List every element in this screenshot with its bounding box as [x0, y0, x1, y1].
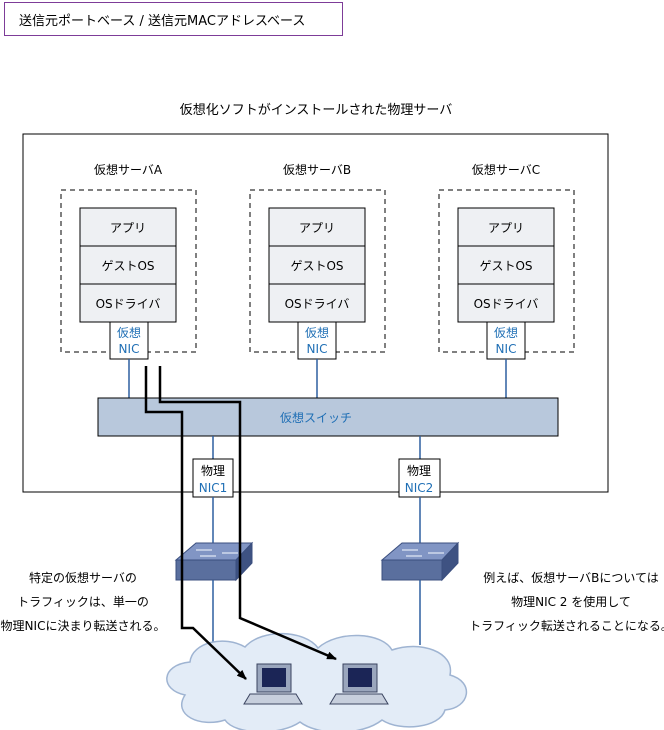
physical-nic-2-line2: NIC2 — [405, 481, 434, 495]
layer-app-a-label: アプリ — [110, 221, 146, 235]
physical-nic-1-line1: 物理 — [201, 464, 225, 478]
virtual-server-c: 仮想サーバC アプリ ゲストOS OSドライバ 仮想 NIC — [438, 162, 575, 360]
network-cloud-icon — [166, 632, 468, 730]
layer-app-a — [79, 207, 177, 247]
physical-nic-2-line1: 物理 — [407, 464, 431, 478]
layer-guest-os-c — [457, 245, 555, 285]
note-right-line2: 物理NIC 2 を使用して — [511, 594, 631, 609]
virtual-nic-a — [109, 321, 149, 360]
virtual-nic-c-line2: NIC — [496, 342, 517, 356]
virtual-server-a: 仮想サーバA アプリ ゲストOS OSドライバ 仮想 NIC — [60, 162, 197, 360]
note-right-line3: トラフィック転送されることになる。 — [469, 618, 664, 633]
traffic-arrow-to-pc1 — [144, 366, 247, 680]
virtual-server-b-name: 仮想サーバB — [283, 162, 351, 177]
physical-server-label: 仮想化ソフトがインストールされた物理サーバ — [180, 102, 453, 118]
note-left-line2: トラフィックは、単一の — [17, 595, 149, 609]
virtual-nic-c — [486, 321, 526, 360]
layer-os-driver-b-label: OSドライバ — [285, 297, 350, 311]
layer-guest-os-b-label: ゲストOS — [290, 259, 343, 273]
virtual-nic-b-line1: 仮想 — [305, 325, 329, 340]
virtual-switch — [97, 397, 559, 437]
layer-app-b-label: アプリ — [299, 221, 335, 235]
virtual-switch-label: 仮想スイッチ — [280, 410, 352, 425]
traffic-arrow-to-pc2 — [158, 366, 337, 661]
layer-os-driver-b — [268, 283, 366, 323]
virtual-nic-a-line1: 仮想 — [117, 325, 141, 340]
note-left-line1: 特定の仮想サーバの — [29, 570, 137, 585]
virtual-server-c-name: 仮想サーバC — [472, 162, 540, 177]
layer-os-driver-c — [457, 283, 555, 323]
layer-guest-os-b — [268, 245, 366, 285]
layer-app-c — [457, 207, 555, 247]
computer-icon — [329, 663, 389, 705]
physical-nic-1-line2: NIC1 — [199, 481, 228, 495]
note-left-line3: 物理NICに決まり転送される。 — [1, 618, 166, 633]
network-switch-icon — [380, 541, 460, 582]
virtual-nic-c-line1: 仮想 — [494, 325, 518, 340]
physical-nic-2 — [398, 458, 441, 498]
layer-os-driver-c-label: OSドライバ — [474, 297, 539, 311]
header-title: 送信元ポートベース / 送信元MACアドレスベース — [4, 2, 343, 36]
layer-os-driver-a-label: OSドライバ — [96, 297, 161, 311]
virtual-nic-b-line2: NIC — [307, 342, 328, 356]
layer-guest-os-a — [79, 245, 177, 285]
virtual-server-b: 仮想サーバB アプリ ゲストOS OSドライバ 仮想 NIC — [249, 162, 386, 360]
computer-icon — [243, 663, 303, 705]
layer-os-driver-a — [79, 283, 177, 323]
layer-app-b — [268, 207, 366, 247]
physical-nic-1 — [192, 458, 234, 498]
layer-guest-os-c-label: ゲストOS — [479, 259, 532, 273]
virtual-server-a-name: 仮想サーバA — [94, 162, 163, 177]
note-right-line1: 例えば、仮想サーバBについては — [483, 570, 659, 585]
virtual-nic-a-line2: NIC — [119, 342, 140, 356]
layer-app-c-label: アプリ — [488, 221, 524, 235]
layer-guest-os-a-label: ゲストOS — [101, 259, 154, 273]
virtual-nic-b — [297, 321, 337, 360]
